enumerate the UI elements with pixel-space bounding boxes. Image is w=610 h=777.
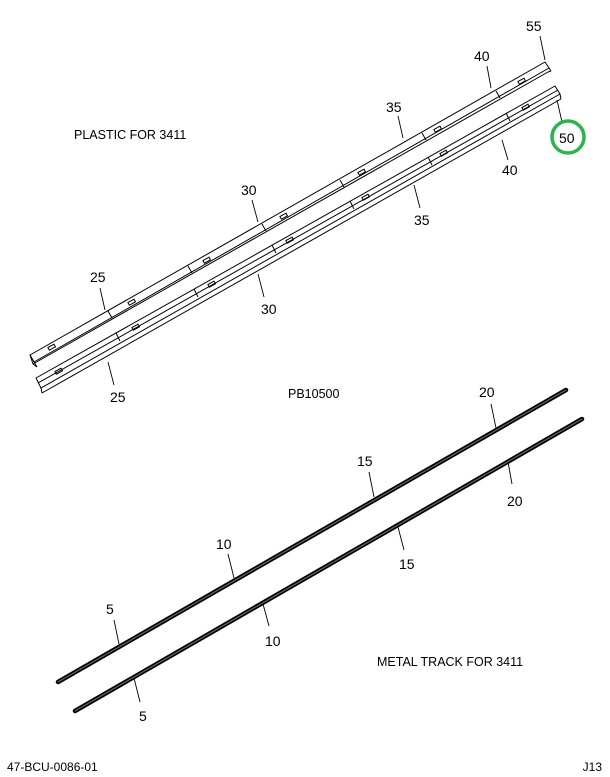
highlight-circle: [550, 119, 586, 155]
callout-30-rear: 30: [241, 182, 257, 198]
callout-25-front: 25: [110, 389, 126, 405]
callout-55: 55: [526, 18, 542, 34]
drawing-ref: PB10500: [288, 387, 339, 401]
plastic-note: PLASTIC FOR 3411: [74, 128, 186, 142]
callout-20-rear: 20: [479, 384, 495, 400]
callout-5-rear: 5: [106, 601, 114, 617]
callout-20-front: 20: [507, 493, 523, 509]
footer-page-ref: J13: [582, 760, 602, 774]
callout-40-rear: 40: [474, 48, 490, 64]
callout-10-rear: 10: [216, 536, 232, 552]
lower-leader-lines: [113, 403, 513, 703]
callout-15-rear: 15: [357, 453, 373, 469]
metal-track-front: [72, 416, 585, 714]
plastic-strip-front: [35, 85, 562, 394]
footer-doc-number: 47-BCU-0086-01: [7, 760, 98, 774]
callout-10-front: 10: [265, 633, 281, 649]
callout-35-front: 35: [414, 212, 430, 228]
upper-leader-lines: [99, 35, 563, 386]
callout-5-front: 5: [139, 708, 147, 724]
callout-35-rear: 35: [386, 99, 402, 115]
metal-note: METAL TRACK FOR 3411: [377, 655, 523, 669]
callout-50: 50: [559, 130, 575, 146]
plastic-strip-rear: [29, 61, 552, 368]
callout-15-front: 15: [399, 556, 415, 572]
callout-25-rear: 25: [90, 269, 106, 285]
callout-40-front: 40: [502, 162, 518, 178]
metal-track-rear: [55, 387, 569, 685]
callout-30-front: 30: [261, 301, 277, 317]
